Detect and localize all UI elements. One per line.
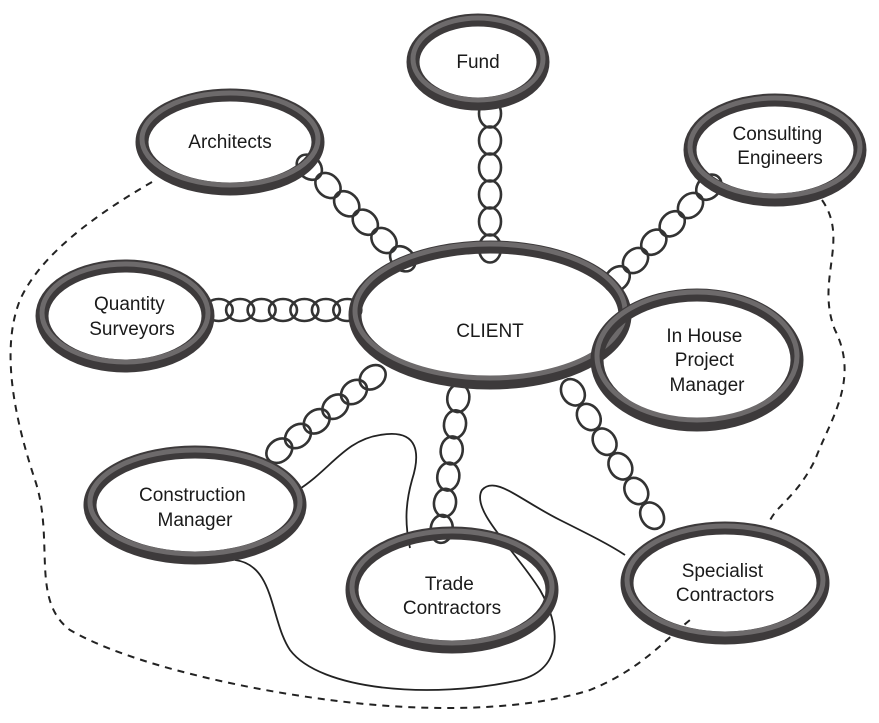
chain-link-specialist-4 [623, 476, 650, 506]
dashed-line-architects-to-specialist [9, 181, 691, 710]
ring-in-house-project-manager [590, 288, 804, 432]
chain-link-consulting-4 [621, 246, 650, 275]
chain-link-fund-4 [477, 206, 503, 237]
client-label: CLIENT [456, 321, 524, 342]
quantity-surveyors-label: Quantity Surveyors [89, 294, 175, 340]
ring-trade-contractors [345, 526, 559, 654]
chain-link-quantity-3 [267, 297, 299, 323]
chain-link-quantity-5 [310, 297, 342, 323]
chain-link-architects-3 [351, 208, 380, 237]
chain-link-architects-4 [370, 226, 398, 255]
rings-layer [35, 13, 867, 654]
chain-link-fund-2 [477, 152, 503, 183]
chain-link-trade-3 [435, 461, 461, 492]
trade-contractors-label: Trade Contractors [403, 574, 501, 619]
chain-link-fund-3 [477, 179, 503, 210]
dashed-line-consulting-to-specialist [767, 199, 846, 526]
chain-link-specialist-5 [638, 501, 666, 531]
solid-line-construction-to-specialist [234, 484, 626, 691]
chain-link-construction-5 [358, 363, 387, 391]
ring-fund [406, 13, 550, 111]
chain-link-construction-3 [321, 393, 350, 421]
chain-link-consulting-1 [676, 191, 705, 220]
chain-link-construction-1 [283, 422, 313, 450]
labels: CLIENT Fund Architects Consulting Engine… [89, 52, 827, 619]
chain-link-trade-4 [432, 487, 458, 519]
consulting-engineers-label: Consulting Engineers [732, 124, 827, 169]
chain-link-specialist-1 [575, 402, 603, 432]
dashed-connectors [9, 181, 846, 710]
fund-label: Fund [456, 52, 499, 73]
chain-link-consulting-2 [658, 209, 687, 238]
ring-specialist-contractors [620, 521, 830, 645]
chain-link-quantity-2 [246, 297, 277, 323]
ring-client [348, 240, 632, 390]
ring-quantity-surveyors [35, 259, 215, 373]
ring-construction-manager [83, 445, 307, 565]
chain-link-architects-1 [314, 171, 342, 200]
in-house-project-manager-label: In House Project Manager [666, 326, 747, 396]
specialist-contractors-label: Specialist Contractors [676, 561, 774, 606]
chain-link-architects-2 [332, 189, 361, 218]
chain-link-specialist-0 [559, 377, 587, 407]
solid-connectors [234, 432, 626, 691]
chain-link-quantity-1 [224, 297, 256, 323]
chain-link-trade-1 [442, 409, 468, 440]
chain-link-trade-2 [439, 435, 465, 466]
ring-architects [135, 88, 325, 196]
chain-link-construction-0 [265, 437, 294, 465]
ring-consulting-engineers [683, 93, 867, 207]
architects-label: Architects [188, 132, 271, 153]
chain-link-consulting-3 [639, 228, 668, 257]
solid-line-construction-to-trade [297, 432, 418, 549]
chain-link-fund-1 [477, 125, 503, 156]
chain-link-quantity-4 [289, 297, 320, 323]
chain-link-construction-4 [339, 378, 369, 406]
chain-link-construction-2 [302, 407, 331, 435]
construction-manager-label: Construction Manager [139, 485, 251, 531]
chain-link-specialist-3 [607, 451, 634, 481]
